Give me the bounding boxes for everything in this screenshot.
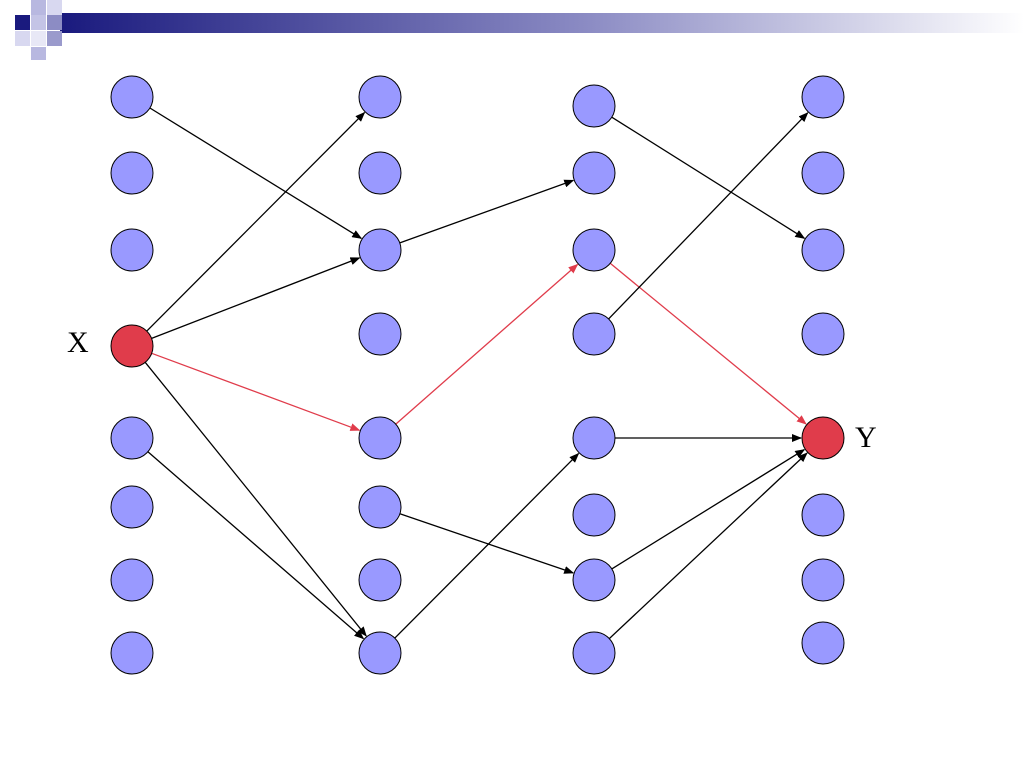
header-square [47, 0, 62, 15]
header-decoration [15, 0, 1024, 60]
source-label: X [67, 326, 89, 359]
graph-node [801, 75, 845, 119]
graph-node [110, 416, 154, 460]
edge [611, 116, 806, 239]
edge [144, 361, 367, 637]
edge [151, 257, 361, 340]
graph-node [110, 151, 154, 195]
edge [608, 112, 809, 320]
graph-node [572, 416, 616, 460]
nodes [110, 75, 845, 675]
graph-node [110, 485, 154, 529]
edge [399, 179, 575, 244]
graph-node [801, 621, 845, 665]
graph-node [358, 75, 402, 119]
graph-node [110, 631, 154, 675]
header-square [47, 15, 62, 30]
target-label: Y [855, 421, 877, 454]
graph-node [572, 631, 616, 675]
graph-node [358, 151, 402, 195]
graph-node [358, 485, 402, 529]
graph-node [801, 151, 845, 195]
graph-node [801, 558, 845, 602]
graph-node [572, 228, 616, 272]
highlighted-edge [609, 262, 807, 425]
graph-node [110, 228, 154, 272]
graph-node [801, 312, 845, 356]
graph-node [572, 151, 616, 195]
edge [149, 107, 363, 239]
source-node [110, 324, 154, 368]
highlighted-edge [151, 352, 361, 431]
edge [399, 513, 575, 574]
graph-node [358, 631, 402, 675]
header-square [31, 15, 46, 30]
graph-node [358, 558, 402, 602]
graph-node [572, 84, 616, 128]
header-square [31, 31, 46, 46]
header-square [15, 31, 30, 46]
graph-node [801, 493, 845, 537]
graph-node [358, 228, 402, 272]
highlighted-edge [395, 263, 579, 425]
header-square [31, 47, 46, 60]
edge [394, 452, 580, 639]
edge [146, 111, 366, 332]
edge [147, 451, 365, 640]
header-square [31, 0, 46, 15]
target-node [801, 416, 845, 460]
graph-node [358, 416, 402, 460]
edges [144, 107, 809, 640]
graph-node [110, 558, 154, 602]
graph-node [572, 558, 616, 602]
header-square [15, 15, 30, 30]
graph-node [572, 493, 616, 537]
header-gradient-bar [60, 13, 1024, 33]
graph-node [110, 75, 154, 119]
edge [608, 452, 808, 640]
header-square [47, 31, 62, 46]
graph-node [358, 312, 402, 356]
edge [611, 449, 806, 570]
graph-node [801, 228, 845, 272]
graph-node [572, 312, 616, 356]
